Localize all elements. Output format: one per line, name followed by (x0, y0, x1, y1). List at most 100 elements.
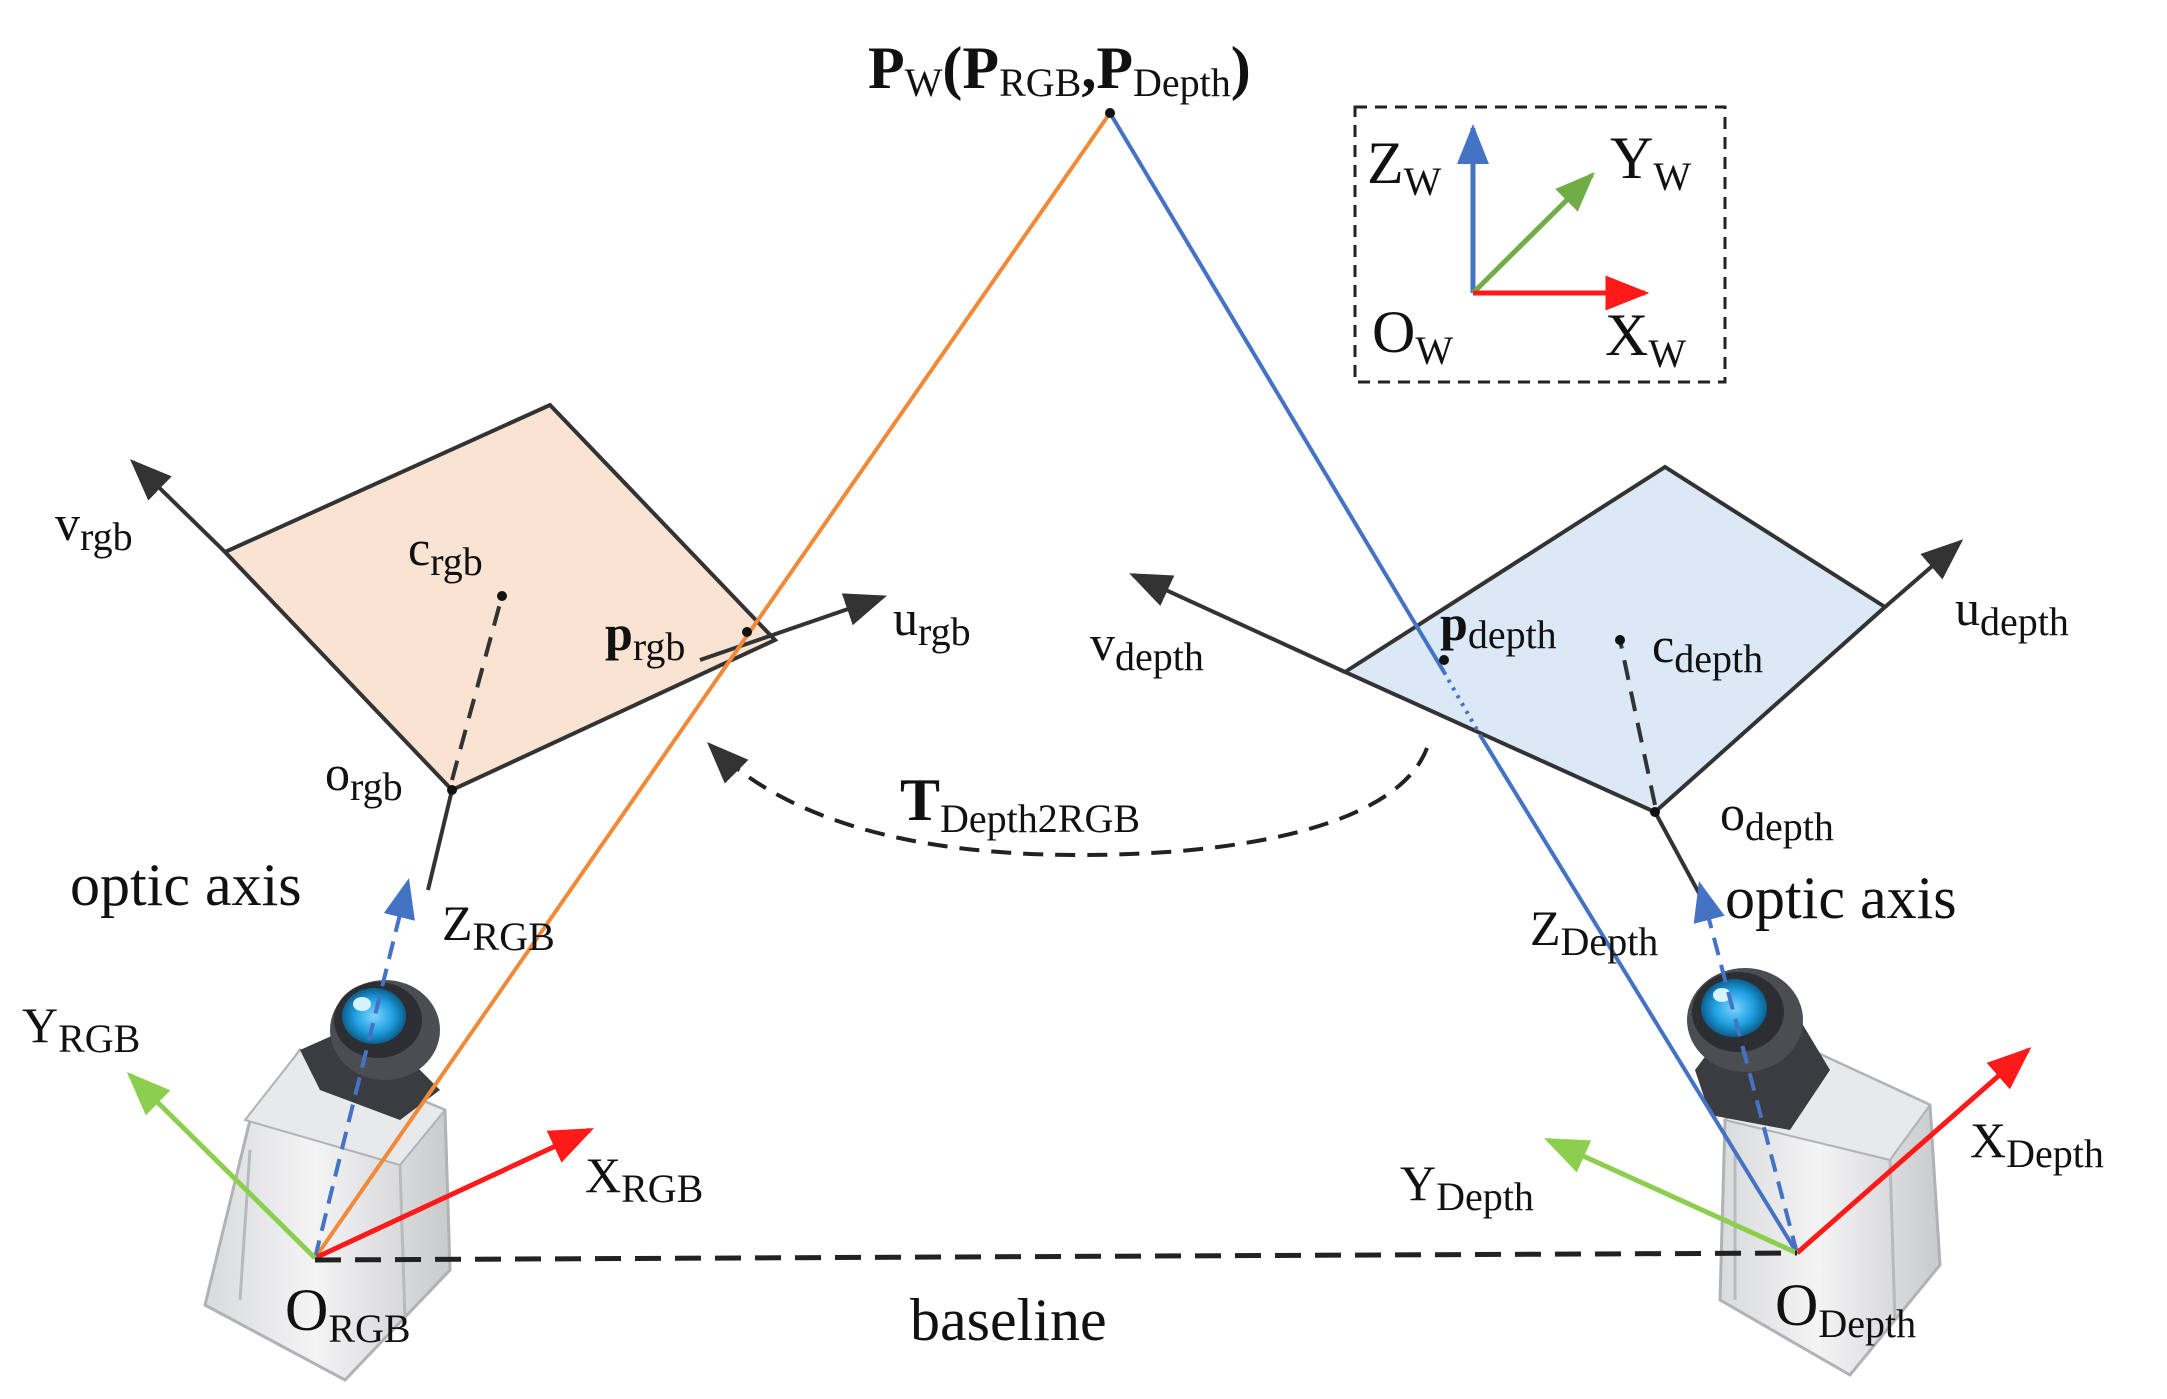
zw-label: ZW (1367, 130, 1442, 204)
v-depth-axis (1129, 573, 1346, 674)
x-rgb-axis (313, 1127, 594, 1261)
orgb-sub: rgb (350, 764, 403, 809)
orgb-main: o (325, 745, 350, 801)
pw-sub: W (905, 60, 943, 105)
ow-main: O (1372, 299, 1415, 365)
pw-close: ) (1231, 35, 1251, 101)
zw-sub: W (1404, 159, 1442, 204)
xw-label: XW (1605, 302, 1686, 376)
t-depth2rgb-label: TDepth2RGB (900, 767, 1140, 841)
xrgb-main: X (585, 1147, 621, 1203)
pdepth-main: P (1096, 35, 1133, 101)
urgb-main: u (893, 590, 918, 646)
y-rgb-axis (126, 1071, 317, 1260)
zrgb-sub: RGB (473, 914, 555, 959)
c-depth-point (1615, 635, 1625, 645)
z-depth-axis-dashed (1693, 881, 1799, 1254)
orgb-cam-sub: RGB (328, 1306, 410, 1351)
o-depth-point (1650, 807, 1660, 817)
o-rgb-point (447, 785, 457, 795)
xdepth-main: X (1970, 1112, 2006, 1168)
optic-axis-right-label: optic axis (1725, 865, 1957, 931)
vrgb-sub: rgb (80, 514, 133, 559)
p-rgb-label: prgb (605, 605, 685, 669)
c-depth-label: cdepth (1652, 617, 1763, 681)
o-depth-cam-label: ODepth (1775, 1272, 1916, 1346)
p-depth-point (1439, 655, 1449, 665)
rgb-optic-axis-line (426, 789, 454, 891)
y-depth-axis (1543, 1137, 1799, 1256)
yw-main: Y (1610, 125, 1653, 191)
ydepth-sub: Depth (1436, 1174, 1534, 1219)
transform-arc (707, 742, 1429, 858)
yw-sub: W (1653, 154, 1691, 199)
o-depth-label: odepth (1720, 785, 1834, 849)
odepth-cam-main: O (1775, 1272, 1818, 1338)
depth-ray-dotted (1442, 671, 1482, 736)
v-rgb-axis (129, 459, 227, 554)
odepth-cam-sub: Depth (1818, 1301, 1916, 1346)
t-main: T (900, 767, 940, 833)
yrgb-sub: RGB (58, 1016, 140, 1061)
baseline-label: baseline (910, 1287, 1107, 1353)
rgb-ray (313, 111, 1112, 1260)
o-rgb-label: orgb (325, 745, 403, 809)
urgb-sub: rgb (918, 609, 971, 654)
prgb-sub: RGB (999, 60, 1081, 105)
c-rgb-label: crgb (408, 520, 483, 584)
udepth-sub: depth (1980, 599, 2069, 644)
ow-label: OW (1372, 299, 1453, 373)
p-rgb-main: p (605, 605, 633, 661)
ydepth-main: Y (1400, 1155, 1436, 1211)
u-depth-label: udepth (1955, 580, 2069, 644)
z-depth-label: ZDepth (1530, 900, 1658, 964)
pw-open: ( (942, 35, 962, 101)
y-depth-label: YDepth (1400, 1155, 1534, 1219)
orgb-cam-main: O (285, 1277, 328, 1343)
y-rgb-label: YRGB (22, 997, 140, 1061)
prgb-main: P (962, 35, 999, 101)
c-rgb-point (497, 591, 507, 601)
c-depth-dashed (1618, 639, 1657, 806)
udepth-main: u (1955, 580, 1980, 636)
pdepth-sub: Depth (1133, 60, 1231, 105)
baseline-line (314, 1250, 1798, 1263)
ow-sub: W (1415, 328, 1453, 373)
odepth-main: o (1720, 785, 1745, 841)
vrgb-main: v (55, 495, 80, 551)
world-frame-box (1353, 105, 1727, 384)
odepth-sub: depth (1745, 804, 1834, 849)
xw-sub: W (1648, 331, 1686, 376)
xrgb-sub: RGB (621, 1166, 703, 1211)
zdepth-sub: Depth (1561, 919, 1659, 964)
p-rgb-point (742, 627, 752, 637)
t-sub: Depth2RGB (940, 796, 1140, 841)
xw-main: X (1605, 302, 1648, 368)
v-rgb-label: vrgb (55, 495, 133, 559)
depth-ray-lower (1478, 733, 1799, 1255)
crgb-main: c (408, 520, 430, 576)
o-rgb-cam-label: ORGB (285, 1277, 411, 1351)
depth-optic-axis-line (1653, 811, 1702, 896)
zrgb-main: Z (442, 895, 473, 951)
p-rgb-sub: rgb (633, 624, 686, 669)
u-rgb-axis (699, 593, 887, 662)
u-rgb-label: urgb (893, 590, 971, 654)
p-depth-sub: depth (1468, 612, 1557, 657)
optic-axis-left-label: optic axis (70, 852, 302, 918)
yw-label: YW (1610, 125, 1691, 199)
z-rgb-label: ZRGB (442, 895, 555, 959)
x-rgb-label: XRGB (585, 1147, 703, 1211)
depth-camera-icon (1687, 968, 1942, 1377)
crgb-sub: rgb (430, 539, 483, 584)
v-depth-label: vdepth (1090, 615, 1204, 679)
depth-ray-upper (1108, 111, 1446, 674)
yrgb-main: Y (22, 997, 58, 1053)
p-depth-main: p (1440, 595, 1468, 651)
p-depth-label: pdepth (1440, 595, 1557, 657)
cdepth-sub: depth (1674, 636, 1763, 681)
z-rgb-axis-dashed (313, 878, 415, 1259)
x-depth-label: XDepth (1970, 1112, 2104, 1176)
comma: , (1081, 35, 1096, 101)
